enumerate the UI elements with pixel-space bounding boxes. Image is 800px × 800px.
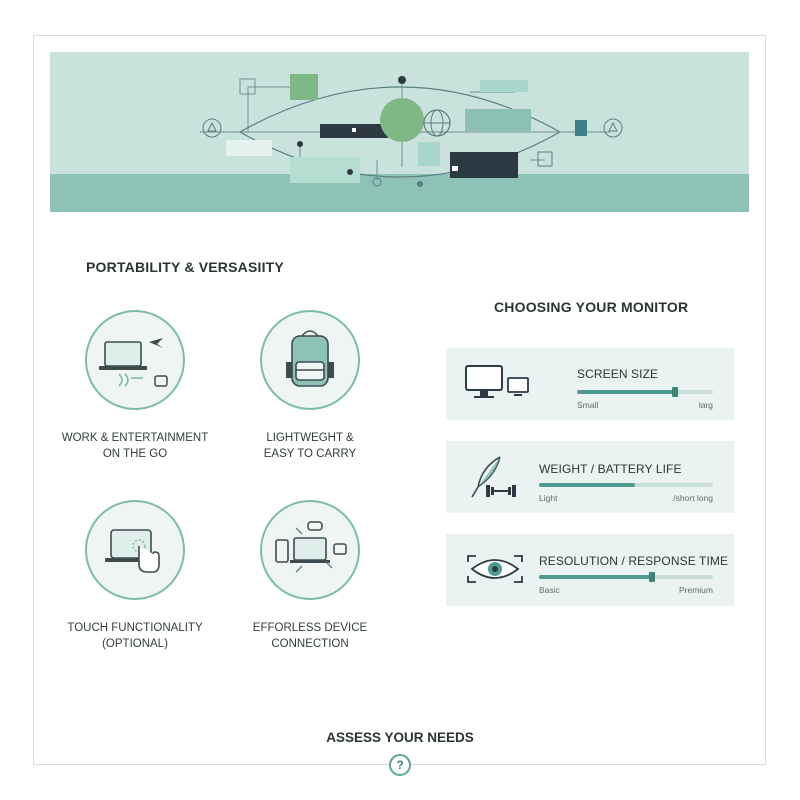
slider-max-label: Premium [678,585,713,595]
slider-max-label: larg [698,400,713,410]
feature-icon-circle [85,310,185,410]
feature-label: WORK & ENTERTAINMENT ON THE GO [61,432,209,460]
feature-lightweight: LIGHTWEGHT & EASY TO CARRY [210,310,410,462]
choosing-monitor-title: CHOOSING YOUR MONITOR [494,299,689,315]
feature-touch: TOUCH FUNCTIONALITY (OPTIONAL) [35,500,235,652]
laptop-travel-icon [99,338,168,387]
feature-icon-circle [260,310,360,410]
assess-needs-title: ASSESS YOUR NEEDS [326,730,474,745]
device-connection-icon [275,521,347,573]
feature-icon-circle [260,500,360,600]
eye-focus-icon [467,555,523,583]
slider-max-label: /short long [673,493,713,503]
monitors-icon [465,365,529,398]
criteria-title: RESOLUTION / RESPONSE TIME [539,554,729,568]
feature-label: EFFORLESS DEVICE CONNECTION [252,622,368,650]
feature-device-connection: EFFORLESS DEVICE CONNECTION [210,500,410,652]
slider-min-label: Small [577,400,599,410]
feature-icon-circle [85,500,185,600]
weight-battery-slider [539,483,713,487]
slider-min-label: Light [539,493,558,503]
resolution-slider [539,572,713,582]
feature-label: TOUCH FUNCTIONALITY (OPTIONAL) [67,622,203,650]
slider-min-label: Basic [539,585,560,595]
feature-label: LIGHTWEGHT & EASY TO CARRY [263,432,357,460]
network-illustration [50,74,749,212]
criteria-title: WEIGHT / BATTERY LIFE [539,462,682,476]
slider-fill [577,390,675,394]
backpack-icon [286,330,334,387]
slider-thumb [671,387,678,397]
feather-dumbbell-icon [471,456,516,498]
screen-size-slider [577,387,713,397]
hero-banner [50,52,749,212]
criteria-weight-battery: WEIGHT / BATTERY LIFE Light /short long [446,441,734,513]
touch-screen-icon [105,529,160,573]
feature-work-entertainment: WORK & ENTERTAINMENT ON THE GO [35,310,235,462]
slider-fill [539,483,635,487]
portability-title: PORTABILITY & VERSASIITY [86,259,284,275]
criteria-title: SCREEN SIZE [577,367,659,381]
help-button[interactable]: ? [389,754,411,776]
slider-thumb [649,572,656,582]
criteria-resolution-response: RESOLUTION / RESPONSE TIME Basic Premium [446,534,734,606]
slider-fill [539,575,653,579]
criteria-screen-size: SCREEN SIZE Small larg [446,348,734,420]
